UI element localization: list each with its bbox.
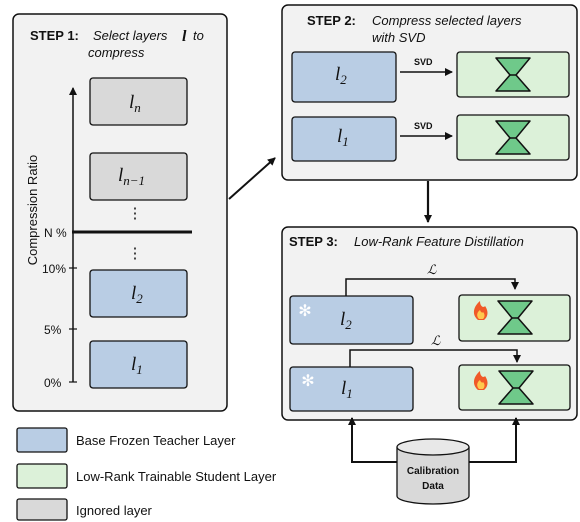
- step2-l1-sub: 1: [342, 134, 349, 149]
- layer-l1-sub: 1: [136, 362, 143, 377]
- step3-teacher-l1: ✻ l1: [289, 366, 414, 412]
- layer-ln1-base: l: [118, 165, 123, 186]
- layer-box-l1: l1: [89, 340, 188, 389]
- step2-student-bottom: [456, 114, 570, 161]
- step2-l2-sub: 2: [340, 72, 347, 87]
- step3-title: Low-Rank Feature Distillation: [354, 234, 524, 249]
- calibration-to-student-arrow: [469, 417, 520, 463]
- svg-text:ln−1: ln−1: [118, 165, 145, 188]
- fire-icon: [473, 301, 488, 320]
- svd-label-bottom: SVD: [414, 121, 433, 131]
- step3-panel: STEP 3: Low-Rank Feature Distillation ℒ …: [281, 226, 578, 421]
- step2-layer-l2: l2: [291, 51, 397, 103]
- svg-text:ln: ln: [129, 92, 141, 115]
- step2-l2-base: l: [335, 64, 340, 85]
- layer-ln-base: l: [129, 92, 134, 113]
- svg-text:l1: l1: [341, 378, 353, 401]
- step2-label: STEP 2:: [307, 13, 356, 28]
- snowflake-icon: ✻: [301, 373, 314, 390]
- step3-l2-sub: 2: [345, 317, 352, 332]
- step2-student-top: [456, 51, 570, 98]
- ellipsis-upper: ⋮: [128, 205, 143, 222]
- step3-student-bottom: [458, 364, 571, 411]
- svg-text:l2: l2: [340, 309, 352, 332]
- calibration-data-cylinder: Calibration Data: [396, 438, 470, 505]
- tick-5: 5%: [44, 323, 62, 337]
- calibration-label-2: Data: [422, 481, 444, 492]
- step2-panel: STEP 2: Compress selected layers with SV…: [281, 4, 578, 181]
- calibration-label-1: Calibration: [407, 466, 459, 477]
- loss-symbol-bottom: ℒ: [431, 333, 441, 348]
- legend-label-ignored: Ignored layer: [76, 503, 153, 518]
- legend-swatch-teacher: [16, 427, 68, 453]
- fire-icon: [473, 371, 488, 390]
- legend-item-student: Low-Rank Trainable Student Layer: [16, 463, 277, 489]
- loss-symbol-top: ℒ: [427, 262, 437, 277]
- arrow-step1-to-step2: [228, 157, 276, 200]
- layer-box-ln: ln: [89, 77, 188, 126]
- layer-ln1-sub: n−1: [123, 173, 145, 188]
- legend-item-ignored: Ignored layer: [16, 498, 153, 521]
- step1-label: STEP 1:: [30, 28, 79, 43]
- step3-l2-base: l: [340, 309, 345, 330]
- svg-text:l2: l2: [335, 64, 347, 87]
- calibration-to-teacher-arrow: [348, 417, 397, 463]
- layer-ln-sub: n: [134, 100, 141, 115]
- layer-l2-sub: 2: [136, 291, 143, 306]
- step3-label: STEP 3:: [289, 234, 338, 249]
- legend: Base Frozen Teacher Layer Low-Rank Train…: [16, 427, 277, 521]
- tick-0: 0%: [44, 376, 62, 390]
- legend-swatch-ignored: [16, 498, 68, 521]
- svg-text:l1: l1: [337, 126, 349, 149]
- legend-label-teacher: Base Frozen Teacher Layer: [76, 433, 236, 448]
- step1-panel: STEP 1: Select layers l to compress Comp…: [12, 13, 228, 412]
- step2-title-b: with SVD: [372, 30, 425, 45]
- step2-layer-l1: l1: [291, 116, 397, 162]
- layer-box-ln-1: ln−1: [89, 152, 188, 201]
- step1-title-l: l: [182, 28, 187, 45]
- step1-title-a: Select layers: [93, 28, 168, 43]
- step3-l1-sub: 1: [346, 386, 353, 401]
- tick-10: 10%: [42, 262, 66, 276]
- step3-teacher-l2: ✻ l2: [289, 295, 414, 345]
- step1-title-b: to: [193, 28, 204, 43]
- step3-student-top: [458, 294, 571, 342]
- svg-text:l2: l2: [131, 283, 143, 306]
- svg-text:l1: l1: [131, 354, 143, 377]
- loss-connector-top: [345, 278, 519, 296]
- step1-title-c: compress: [88, 45, 145, 60]
- snowflake-icon: ✻: [298, 303, 311, 320]
- step2-title-a: Compress selected layers: [372, 13, 522, 28]
- legend-swatch-student: [16, 463, 68, 489]
- layer-box-l2: l2: [89, 269, 188, 318]
- legend-item-teacher: Base Frozen Teacher Layer: [16, 427, 236, 453]
- step2-l1-base: l: [337, 126, 342, 147]
- loss-connector-bottom: [349, 349, 521, 367]
- svd-label-top: SVD: [414, 57, 433, 67]
- legend-label-student: Low-Rank Trainable Student Layer: [76, 469, 277, 484]
- step3-l1-base: l: [341, 378, 346, 399]
- layer-l1-base: l: [131, 354, 136, 375]
- layer-l2-base: l: [131, 283, 136, 304]
- ellipsis-lower: ⋮: [128, 245, 143, 262]
- tick-n: N %: [44, 226, 67, 240]
- axis-label: Compression Ratio: [25, 155, 40, 266]
